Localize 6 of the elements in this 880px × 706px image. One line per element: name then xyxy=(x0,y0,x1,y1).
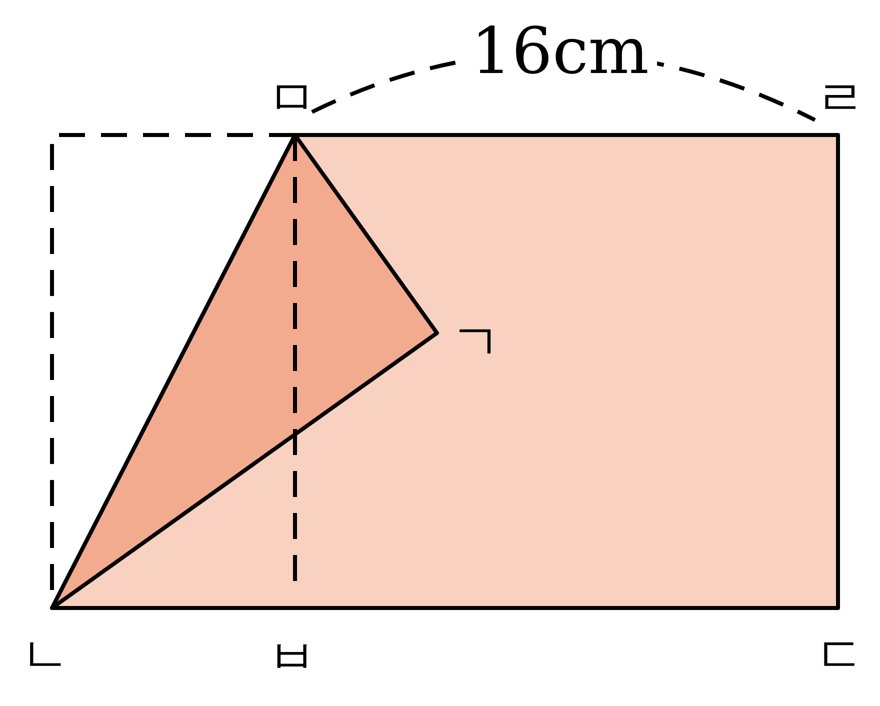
point-label: ㅂ xyxy=(267,632,317,682)
point-label: ㄱ xyxy=(451,317,501,367)
point-label: ㄷ xyxy=(815,630,865,680)
point-label: ㄹ xyxy=(815,73,865,123)
point-label: ㅁ xyxy=(267,73,317,123)
point-label: ㄴ xyxy=(20,630,70,680)
